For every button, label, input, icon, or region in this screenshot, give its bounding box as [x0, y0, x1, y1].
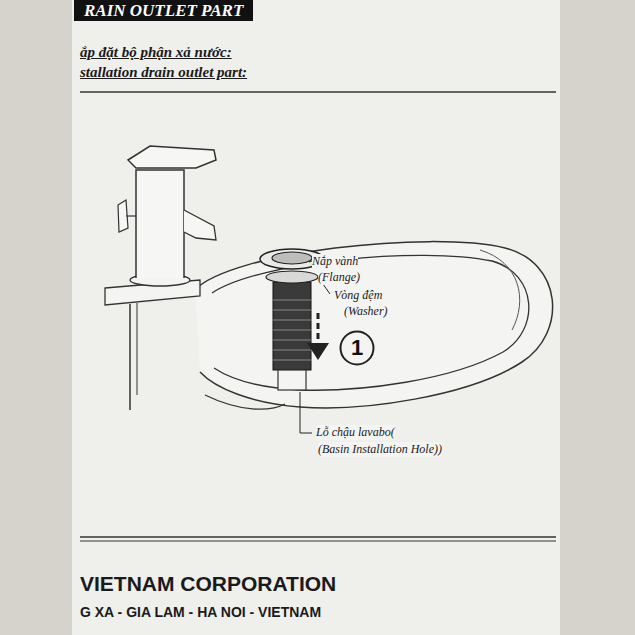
washer: [266, 271, 318, 283]
faucet-handle: [128, 146, 216, 168]
callout-circle: 1: [339, 330, 375, 366]
part-name: Nắp vành: [312, 254, 358, 269]
part-name: (Basin Installation Hole)): [318, 442, 442, 457]
basin-outline: [195, 242, 553, 408]
basin-hole: [278, 370, 306, 390]
footer-rule: [80, 536, 556, 538]
footer-rule: [80, 541, 556, 542]
heading-english: stallation drain outlet part:: [80, 64, 247, 81]
popup-lever: [126, 215, 136, 216]
paper-sheet: [72, 0, 560, 635]
direction-arrow: [307, 343, 329, 360]
heading-vietnamese: ắp đặt bộ phận xả nước:: [80, 44, 232, 61]
section-title: RAIN OUTLET PART: [84, 0, 243, 21]
company-name: VIETNAM CORPORATION: [80, 572, 336, 596]
part-name: (Washer): [344, 304, 388, 319]
direction-arrow: [317, 313, 320, 339]
flange-opening: [272, 252, 312, 264]
company-address: G XA - GIA LAM - HA NOI - VIETNAM: [80, 604, 321, 620]
faucet-body: [136, 170, 184, 278]
supply-pipe: [137, 303, 138, 395]
basin-rim: [480, 250, 520, 330]
leader-line: [300, 392, 312, 433]
callout-content: 1: [339, 330, 375, 360]
drain-body: [273, 282, 311, 370]
basin-bowl: [212, 255, 529, 390]
part-name: Lỗ chậu lavabo(: [316, 425, 395, 440]
callout-number: 1: [339, 336, 375, 360]
title-banner: RAIN OUTLET PART: [74, 0, 253, 21]
supply-pipe: [129, 304, 131, 410]
part-name: (Flange): [318, 270, 360, 285]
basin-base: [205, 395, 285, 409]
faucet-spout: [184, 210, 216, 240]
header-rule: [80, 91, 556, 93]
drain-thread: [273, 300, 311, 360]
part-name: Vòng đệm: [334, 288, 382, 303]
